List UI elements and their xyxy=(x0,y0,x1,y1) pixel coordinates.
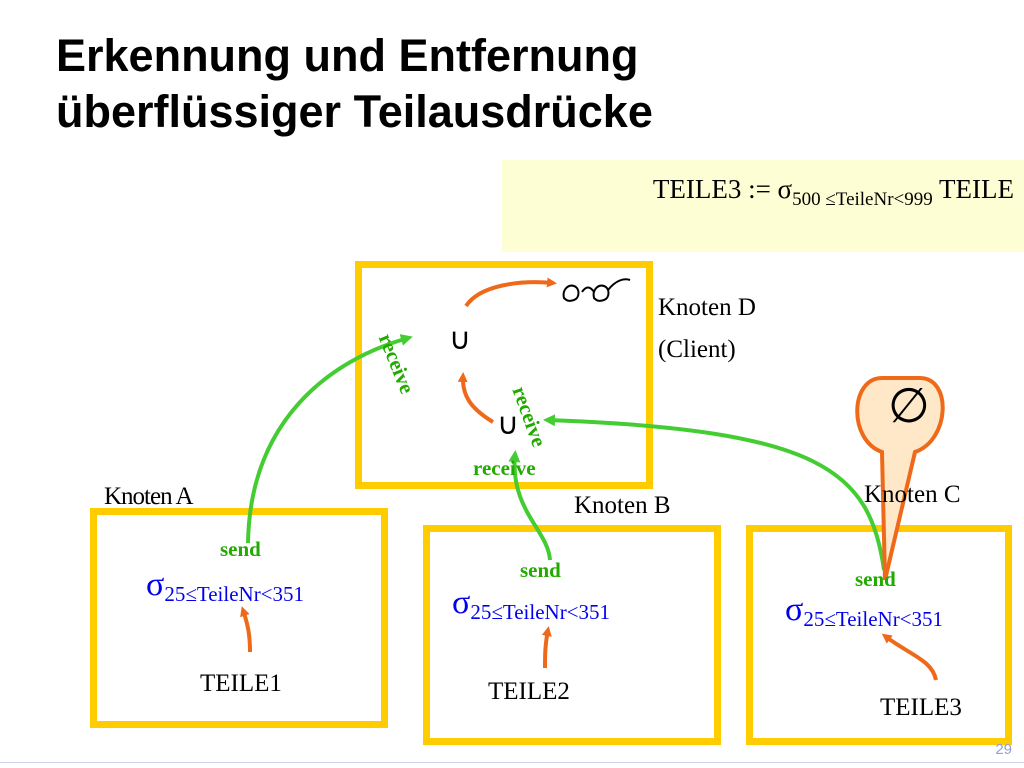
node-b-send: send xyxy=(520,558,561,582)
formula-rhs: TEILE xyxy=(932,174,1014,204)
title-line-2: überflüssiger Teilausdrücke xyxy=(56,86,653,137)
union-icon-bottom: ∪ xyxy=(497,408,519,441)
node-c-condition: 25≤TeileNr<351 xyxy=(803,607,944,631)
node-d-box xyxy=(355,261,653,489)
sigma-symbol: σ xyxy=(452,584,471,621)
arrow-teile2 xyxy=(541,626,552,669)
node-b-table: TEILE2 xyxy=(488,678,570,705)
arrow-union-to-glasses xyxy=(464,277,557,308)
line-b-to-d xyxy=(508,450,552,561)
node-a-table: TEILE1 xyxy=(200,670,282,697)
node-a-label: Knoten A xyxy=(104,483,194,510)
line-a-to-d xyxy=(246,334,413,544)
node-c-send: send xyxy=(855,567,896,591)
empty-set-icon: ∅ xyxy=(888,378,930,434)
node-c-selection: σ25≤TeileNr<351 xyxy=(785,591,943,632)
union-icon-top: ∪ xyxy=(449,323,471,356)
line-c-to-d xyxy=(543,414,886,571)
sigma-symbol: σ xyxy=(146,566,165,603)
node-c-table: TEILE3 xyxy=(880,694,962,721)
node-d-label: Knoten D xyxy=(658,294,756,321)
footer-divider xyxy=(0,762,1024,763)
formula-subscript: 500 ≤TeileNr<999 xyxy=(792,189,933,210)
arrow-teile1 xyxy=(240,606,252,653)
node-a-selection: σ25≤TeileNr<351 xyxy=(146,566,304,607)
page-number: 29 xyxy=(995,741,1012,758)
glasses-icon xyxy=(562,278,631,302)
node-d-sublabel: (Client) xyxy=(658,336,736,363)
node-a-send: send xyxy=(220,537,261,561)
node-a-condition: 25≤TeileNr<351 xyxy=(164,582,305,606)
node-b-selection: σ25≤TeileNr<351 xyxy=(452,584,610,625)
empty-set-callout xyxy=(855,376,945,581)
node-b-box xyxy=(423,525,721,745)
node-b-label: Knoten B xyxy=(574,492,671,519)
arrow-teile3 xyxy=(881,633,938,681)
formula-note: TEILE3 := σ500 ≤TeileNr<999 TEILE xyxy=(502,160,1024,252)
node-b-condition: 25≤TeileNr<351 xyxy=(470,600,611,624)
slide-title: Erkennung und Entfernung überflüssiger T… xyxy=(56,28,956,140)
node-c-label: Knoten C xyxy=(864,481,961,508)
formula: TEILE3 := σ500 ≤TeileNr<999 TEILE xyxy=(653,174,1014,211)
title-line-1: Erkennung und Entfernung xyxy=(56,30,639,81)
formula-lhs: TEILE3 := σ xyxy=(652,174,793,204)
receive-label-b: receive xyxy=(473,456,536,480)
node-c-box xyxy=(746,525,1012,745)
sigma-symbol: σ xyxy=(785,591,804,628)
node-a-box xyxy=(90,508,388,728)
arrow-union-to-union xyxy=(457,372,495,424)
